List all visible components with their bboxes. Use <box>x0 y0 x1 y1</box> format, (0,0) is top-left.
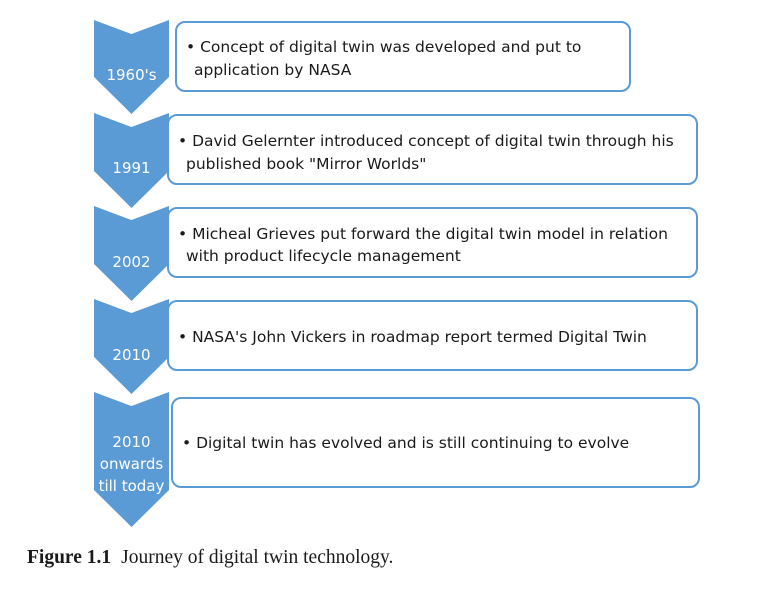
timeline-description: • Concept of digital twin was developed … <box>186 38 581 56</box>
figure-caption: Figure 1.1 Journey of digital twin techno… <box>27 547 393 569</box>
timeline-description: published book "Mirror Worlds" <box>186 155 426 173</box>
timeline-chevron <box>94 299 169 394</box>
timeline-chevron <box>94 206 169 301</box>
timeline-year-label: 1960's <box>106 66 156 84</box>
timeline-description: • David Gelernter introduced concept of … <box>178 132 674 150</box>
timeline-chevron <box>94 392 169 527</box>
timeline-chevron <box>94 113 169 208</box>
timeline-description: • Digital twin has evolved and is still … <box>182 434 629 452</box>
timeline-year-label: 1991 <box>112 159 150 177</box>
timeline-box <box>171 397 700 488</box>
timeline-year-label: onwards <box>100 455 164 473</box>
timeline-chevron <box>94 20 169 114</box>
timeline-box <box>175 21 631 92</box>
timeline-description: • NASA's John Vickers in roadmap report … <box>178 328 647 346</box>
timeline-description: • Micheal Grieves put forward the digita… <box>178 225 668 243</box>
timeline-description: application by NASA <box>194 61 352 79</box>
timeline-year-label: 2010 <box>112 433 150 451</box>
timeline-diagram: • Concept of digital twin was developed … <box>94 20 700 527</box>
figure-number: Figure 1.1 <box>27 547 112 568</box>
timeline-year-label: 2002 <box>112 253 150 271</box>
timeline-year-label: till today <box>99 477 165 495</box>
timeline-description: with product lifecycle management <box>186 247 461 265</box>
figure-caption-text: Journey of digital twin technology. <box>121 547 394 568</box>
timeline-year-label: 2010 <box>112 346 150 364</box>
